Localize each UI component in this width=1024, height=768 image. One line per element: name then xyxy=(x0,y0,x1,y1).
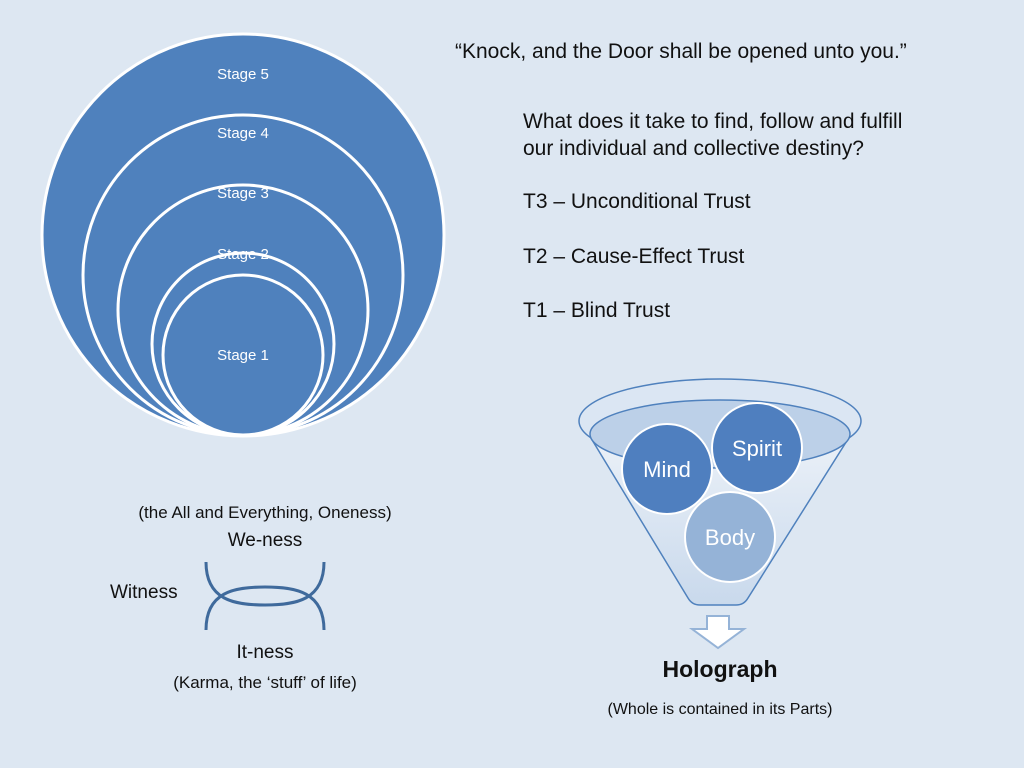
witness-label: Witness xyxy=(110,582,178,603)
stage-3-label: Stage 3 xyxy=(217,185,269,202)
quote-text: “Knock, and the Door shall be opened unt… xyxy=(455,40,907,63)
stage-5-label: Stage 5 xyxy=(217,66,269,83)
body-circle xyxy=(684,491,776,583)
upper-arc xyxy=(204,561,326,607)
holograph-title: Holograph xyxy=(662,656,778,682)
stage-1-label: Stage 1 xyxy=(217,347,269,364)
itness-label: It-ness xyxy=(236,642,294,663)
question-line-1: What does it take to find, follow and fu… xyxy=(523,110,903,133)
trust-level-t3: T3 – Unconditional Trust xyxy=(523,190,751,213)
weness-label: We-ness xyxy=(227,530,303,551)
lower-arc xyxy=(204,585,326,631)
stage-1-circle xyxy=(161,273,325,437)
mind-circle xyxy=(621,423,713,515)
crossing-arcs xyxy=(204,561,326,631)
funnel-circles: Spirit Mind Body xyxy=(621,402,803,583)
spirit-circle xyxy=(711,402,803,494)
stage-4-label: Stage 4 xyxy=(217,125,269,142)
oneness-caption: (the All and Everything, Oneness) xyxy=(138,503,392,522)
question-line-2: our individual and collective destiny? xyxy=(523,137,864,160)
stage-circles: Stage 5 Stage 4 Stage 3 Stage 2 Stage 1 xyxy=(40,32,446,438)
stage-2-label: Stage 2 xyxy=(217,246,269,263)
karma-caption: (Karma, the ‘stuff’ of life) xyxy=(173,673,357,692)
trust-level-t1: T1 – Blind Trust xyxy=(523,299,671,322)
trust-level-t2: T2 – Cause-Effect Trust xyxy=(523,245,745,268)
mind-label: Mind xyxy=(643,457,691,482)
spirit-label: Spirit xyxy=(732,436,782,461)
down-arrow-icon xyxy=(688,615,748,650)
destiny-question: What does it take to find, follow and fu… xyxy=(523,108,1003,162)
holograph-caption: (Whole is contained in its Parts) xyxy=(607,701,833,718)
body-label: Body xyxy=(705,525,755,550)
